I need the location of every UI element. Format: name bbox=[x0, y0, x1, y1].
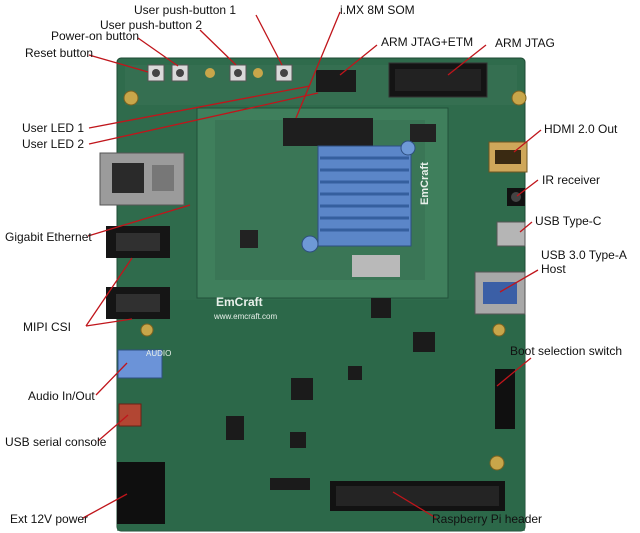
heatsink-fins bbox=[320, 156, 409, 232]
leader-boot bbox=[496, 357, 532, 387]
usb-serial-connector bbox=[118, 403, 142, 427]
leader-usb-serial bbox=[97, 414, 129, 442]
mipi-csi-connector-1-slot bbox=[116, 233, 160, 251]
usb-c-connector bbox=[496, 221, 526, 247]
ethernet-led bbox=[152, 165, 174, 191]
board-silk-audio: AUDIO bbox=[146, 349, 171, 358]
som-chip-small bbox=[240, 230, 258, 248]
rpi-header-inner bbox=[336, 486, 499, 506]
label-user-led-2: User LED 2 bbox=[22, 137, 85, 151]
som-memory-chip bbox=[283, 118, 373, 146]
chip-a bbox=[371, 298, 391, 318]
label-audio-in-out: Audio In/Out bbox=[28, 389, 95, 403]
label-usb-type-c: USB Type-C bbox=[535, 214, 602, 228]
label-usb3-type-a: USB 3.0 Type-A bbox=[541, 248, 627, 262]
label-ext-12v-power: Ext 12V power bbox=[10, 512, 89, 526]
leader-12v bbox=[82, 493, 128, 519]
leader-lines bbox=[82, 11, 542, 519]
board-via-2 bbox=[253, 68, 263, 78]
power-on-button-cap bbox=[176, 69, 184, 77]
heatsink-pin-a bbox=[301, 235, 319, 253]
label-ir-receiver: IR receiver bbox=[542, 173, 601, 187]
boot-switch-block bbox=[495, 369, 515, 429]
leader-jtag bbox=[447, 44, 487, 76]
arm-jtag-etm-header bbox=[316, 70, 356, 92]
label-mipi-csi: MIPI CSI bbox=[23, 320, 72, 334]
label-hdmi-out: HDMI 2.0 Out bbox=[544, 122, 618, 136]
chip-g bbox=[270, 478, 310, 490]
chip-e bbox=[290, 432, 306, 448]
board-silk-logo: EmCraft bbox=[216, 295, 263, 309]
power-jack bbox=[117, 462, 165, 524]
board-via-1 bbox=[205, 68, 215, 78]
label-imx8m-som: i.MX 8M SOM bbox=[340, 3, 415, 17]
som-chip-right bbox=[410, 124, 436, 142]
leader-power-on bbox=[137, 37, 179, 67]
leader-jtag-etm bbox=[339, 44, 378, 76]
label-arm-jtag-etm: ARM JTAG+ETM bbox=[381, 35, 474, 49]
label-usb-serial-console: USB serial console bbox=[5, 435, 107, 449]
label-power-on-button: Power-on button bbox=[51, 29, 140, 43]
leader-user-button-1 bbox=[255, 14, 283, 66]
chip-f bbox=[348, 366, 362, 380]
label-raspberry-pi-header: Raspberry Pi header bbox=[432, 512, 543, 526]
reset-button-cap bbox=[152, 69, 160, 77]
mount-hole-br bbox=[489, 455, 505, 471]
leader-ir bbox=[516, 179, 539, 197]
arm-jtag-header-inner bbox=[395, 69, 481, 91]
leader-usb3 bbox=[499, 269, 539, 293]
ethernet-jack-port bbox=[112, 163, 144, 193]
som-silk-logo: EmCraft bbox=[419, 162, 431, 205]
mipi-csi-connector-2-slot bbox=[116, 294, 160, 312]
leader-user-led-1 bbox=[88, 85, 311, 129]
label-usb3-host: Host bbox=[541, 262, 566, 276]
heatsink-pin-b bbox=[400, 140, 416, 156]
leader-imx-som bbox=[295, 11, 341, 119]
chip-d bbox=[226, 416, 244, 440]
label-user-led-1: User LED 1 bbox=[22, 121, 85, 135]
leader-user-led-2 bbox=[88, 92, 319, 145]
leader-user-button-2 bbox=[199, 29, 237, 66]
label-boot-selection-switch: Boot selection switch bbox=[510, 344, 623, 358]
user-button-2-cap bbox=[234, 69, 242, 77]
label-gigabit-ethernet: Gigabit Ethernet bbox=[5, 230, 92, 244]
chip-c bbox=[291, 378, 313, 400]
chip-b bbox=[413, 332, 435, 352]
leader-audio bbox=[95, 362, 128, 396]
mount-hole-mid bbox=[140, 323, 154, 337]
label-reset-button: Reset button bbox=[25, 46, 94, 60]
leader-mipi-2 bbox=[85, 318, 133, 327]
leader-hdmi bbox=[513, 129, 542, 153]
user-button-1-cap bbox=[280, 69, 288, 77]
leader-reset bbox=[88, 54, 149, 73]
som-connector bbox=[352, 255, 400, 277]
leader-usb-c bbox=[519, 221, 533, 233]
board-silk-url: www.emcraft.com bbox=[213, 312, 277, 321]
label-arm-jtag: ARM JTAG bbox=[495, 36, 555, 50]
mount-hole-tr bbox=[511, 90, 527, 106]
hdmi-port bbox=[495, 150, 521, 164]
leader-rpi bbox=[392, 491, 437, 519]
label-user-push-button-1: User push-button 1 bbox=[134, 3, 237, 17]
leader-mipi-1 bbox=[85, 257, 133, 327]
mount-hole-right bbox=[492, 323, 506, 337]
mount-hole-tl bbox=[123, 90, 139, 106]
label-user-push-button-2: User push-button 2 bbox=[100, 18, 203, 32]
leader-gige bbox=[87, 204, 191, 237]
